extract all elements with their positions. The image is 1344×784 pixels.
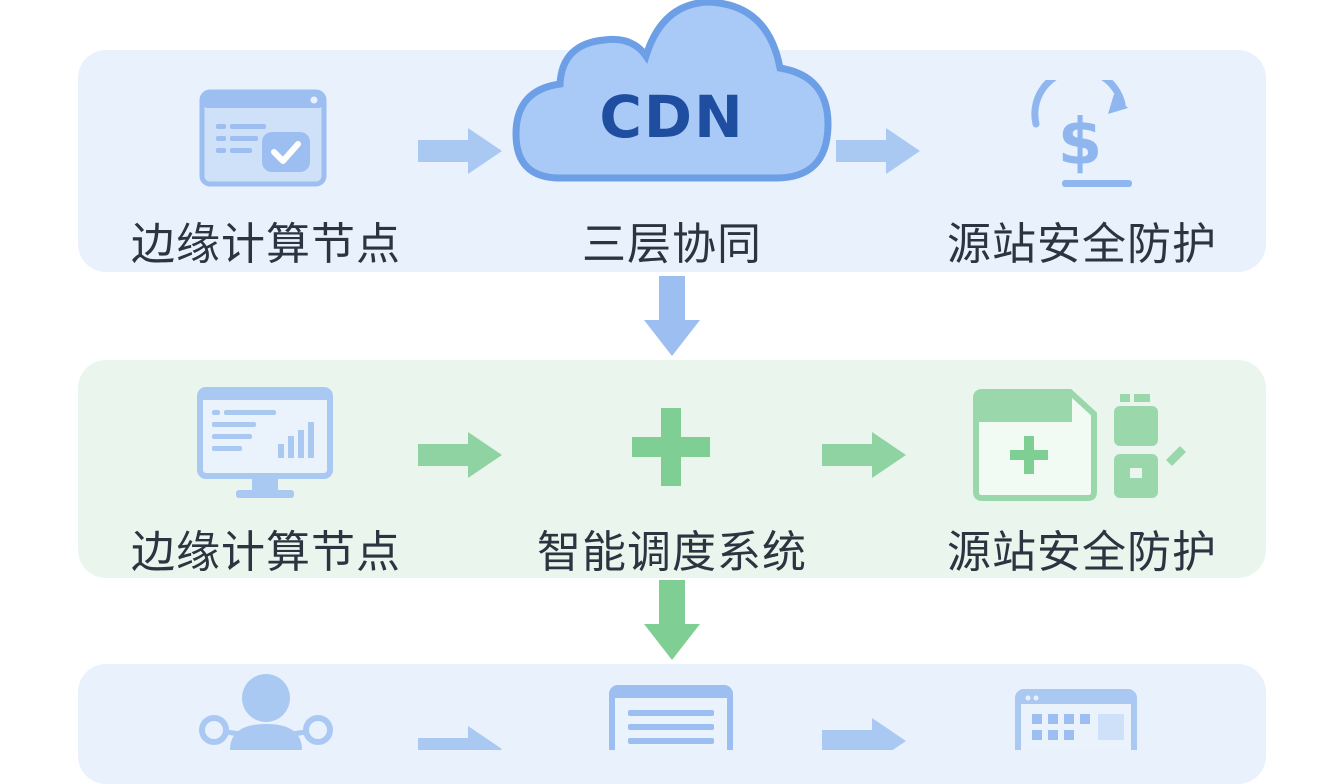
row-1-right-label: 源站安全防护 xyxy=(947,219,1217,270)
cloud-icon: CDN xyxy=(512,0,832,182)
arrow-down-icon xyxy=(644,580,700,660)
calendar-grid-icon xyxy=(1015,689,1137,750)
arrow-right-icon xyxy=(418,128,502,174)
browser-check-icon xyxy=(199,89,327,187)
folder-devices-icon xyxy=(973,389,1186,501)
arrow-right-icon xyxy=(418,432,502,478)
document-icon xyxy=(609,685,733,750)
row-1-center-label: 三层协同 xyxy=(582,219,762,270)
arrow-down-icon xyxy=(644,276,700,356)
row-2-left-label: 边缘计算节点 xyxy=(131,527,401,578)
row-1-left-label: 边缘计算节点 xyxy=(131,219,401,270)
cdn-label: CDN xyxy=(599,83,744,151)
arrow-right-icon xyxy=(418,726,502,750)
row-2-right-label: 源站安全防护 xyxy=(947,527,1217,578)
row-2-center-label: 智能调度系统 xyxy=(537,527,807,578)
arrow-right-icon xyxy=(836,128,920,174)
arrow-right-icon xyxy=(822,718,906,750)
arrow-right-icon xyxy=(822,432,906,478)
monitor-chart-icon xyxy=(197,387,333,498)
plus-icon xyxy=(632,408,710,486)
dollar-shield-icon: $ xyxy=(1031,80,1132,187)
svg-text:$: $ xyxy=(1058,106,1103,180)
user-network-icon xyxy=(199,674,333,750)
